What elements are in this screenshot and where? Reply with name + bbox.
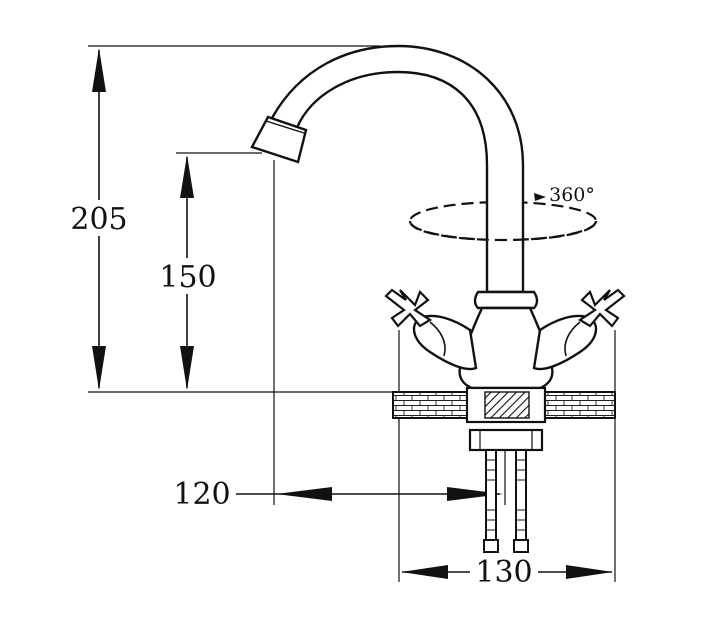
countertop-section bbox=[392, 386, 616, 424]
label-205: 205 bbox=[70, 202, 127, 237]
spout-nozzle bbox=[250, 115, 308, 164]
hose-left bbox=[485, 449, 497, 549]
arrow-left-icon bbox=[276, 487, 332, 501]
rotation-ellipse-front bbox=[408, 220, 598, 242]
left-cross-handle-icon bbox=[384, 288, 433, 328]
arrow-up-icon bbox=[180, 155, 194, 198]
label-120: 120 bbox=[173, 477, 230, 512]
spout-tube bbox=[270, 44, 525, 294]
arrow-right-icon bbox=[566, 565, 613, 579]
countertop-left bbox=[392, 391, 468, 419]
arrow-left-icon bbox=[401, 565, 448, 579]
body-collar bbox=[473, 290, 539, 310]
arrow-up-icon bbox=[92, 48, 106, 92]
hose-right bbox=[515, 449, 527, 549]
mount-hatch bbox=[484, 391, 530, 419]
arrow-down-icon bbox=[180, 346, 194, 390]
label-150: 150 bbox=[159, 260, 216, 295]
mount-nut bbox=[468, 428, 544, 452]
right-handle[interactable] bbox=[532, 288, 626, 371]
left-handle[interactable] bbox=[384, 288, 478, 371]
label-360: 360° bbox=[549, 184, 595, 206]
arrow-right-icon bbox=[447, 487, 503, 501]
faucet-spout bbox=[250, 44, 525, 294]
dimension-205: 205 bbox=[66, 45, 400, 393]
right-cross-handle-icon bbox=[577, 288, 626, 328]
dimension-120: 120 bbox=[173, 160, 506, 512]
countertop-right bbox=[544, 391, 616, 419]
rotation-arrow-icon bbox=[534, 193, 546, 201]
label-130: 130 bbox=[475, 555, 532, 590]
dimension-130: 130 bbox=[398, 330, 616, 590]
dimension-150: 150 bbox=[155, 152, 262, 390]
arrow-down-icon bbox=[92, 346, 106, 390]
mounting-hardware bbox=[468, 428, 544, 553]
